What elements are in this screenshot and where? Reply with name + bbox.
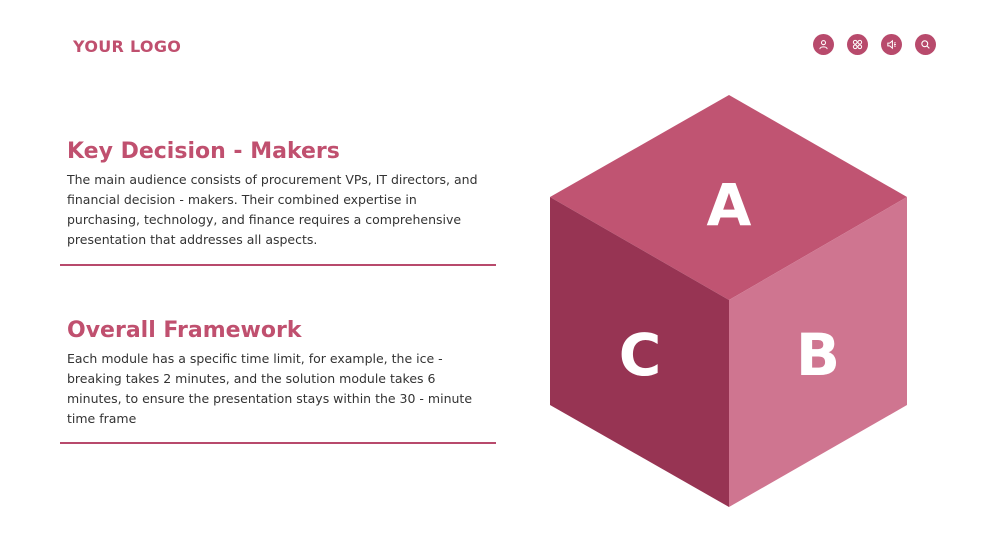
section-key-decision-makers: Key Decision - Makers The main audience …	[67, 139, 487, 250]
divider	[60, 442, 496, 444]
user-icon[interactable]	[813, 34, 834, 55]
sound-icon[interactable]	[881, 34, 902, 55]
cube-label-c: C	[619, 321, 662, 389]
grid-icon[interactable]	[847, 34, 868, 55]
divider	[60, 264, 496, 266]
cube-face-top	[550, 95, 907, 300]
logo: YOUR LOGO	[73, 37, 182, 56]
cube-label-a: A	[707, 171, 752, 239]
section-body: The main audience consists of procuremen…	[67, 172, 478, 247]
search-icon[interactable]	[915, 34, 936, 55]
cube-face-right	[729, 197, 907, 507]
section-title: Key Decision - Makers	[67, 139, 340, 164]
abc-cube: A B C	[550, 95, 907, 507]
cube-label-b: B	[796, 321, 840, 389]
cube-face-left	[550, 197, 729, 507]
section-title: Overall Framework	[67, 318, 302, 343]
section-body: Each module has a specific time limit, f…	[67, 351, 473, 426]
top-icon-bar	[813, 34, 936, 55]
section-overall-framework: Overall Framework Each module has a spec…	[67, 318, 487, 429]
